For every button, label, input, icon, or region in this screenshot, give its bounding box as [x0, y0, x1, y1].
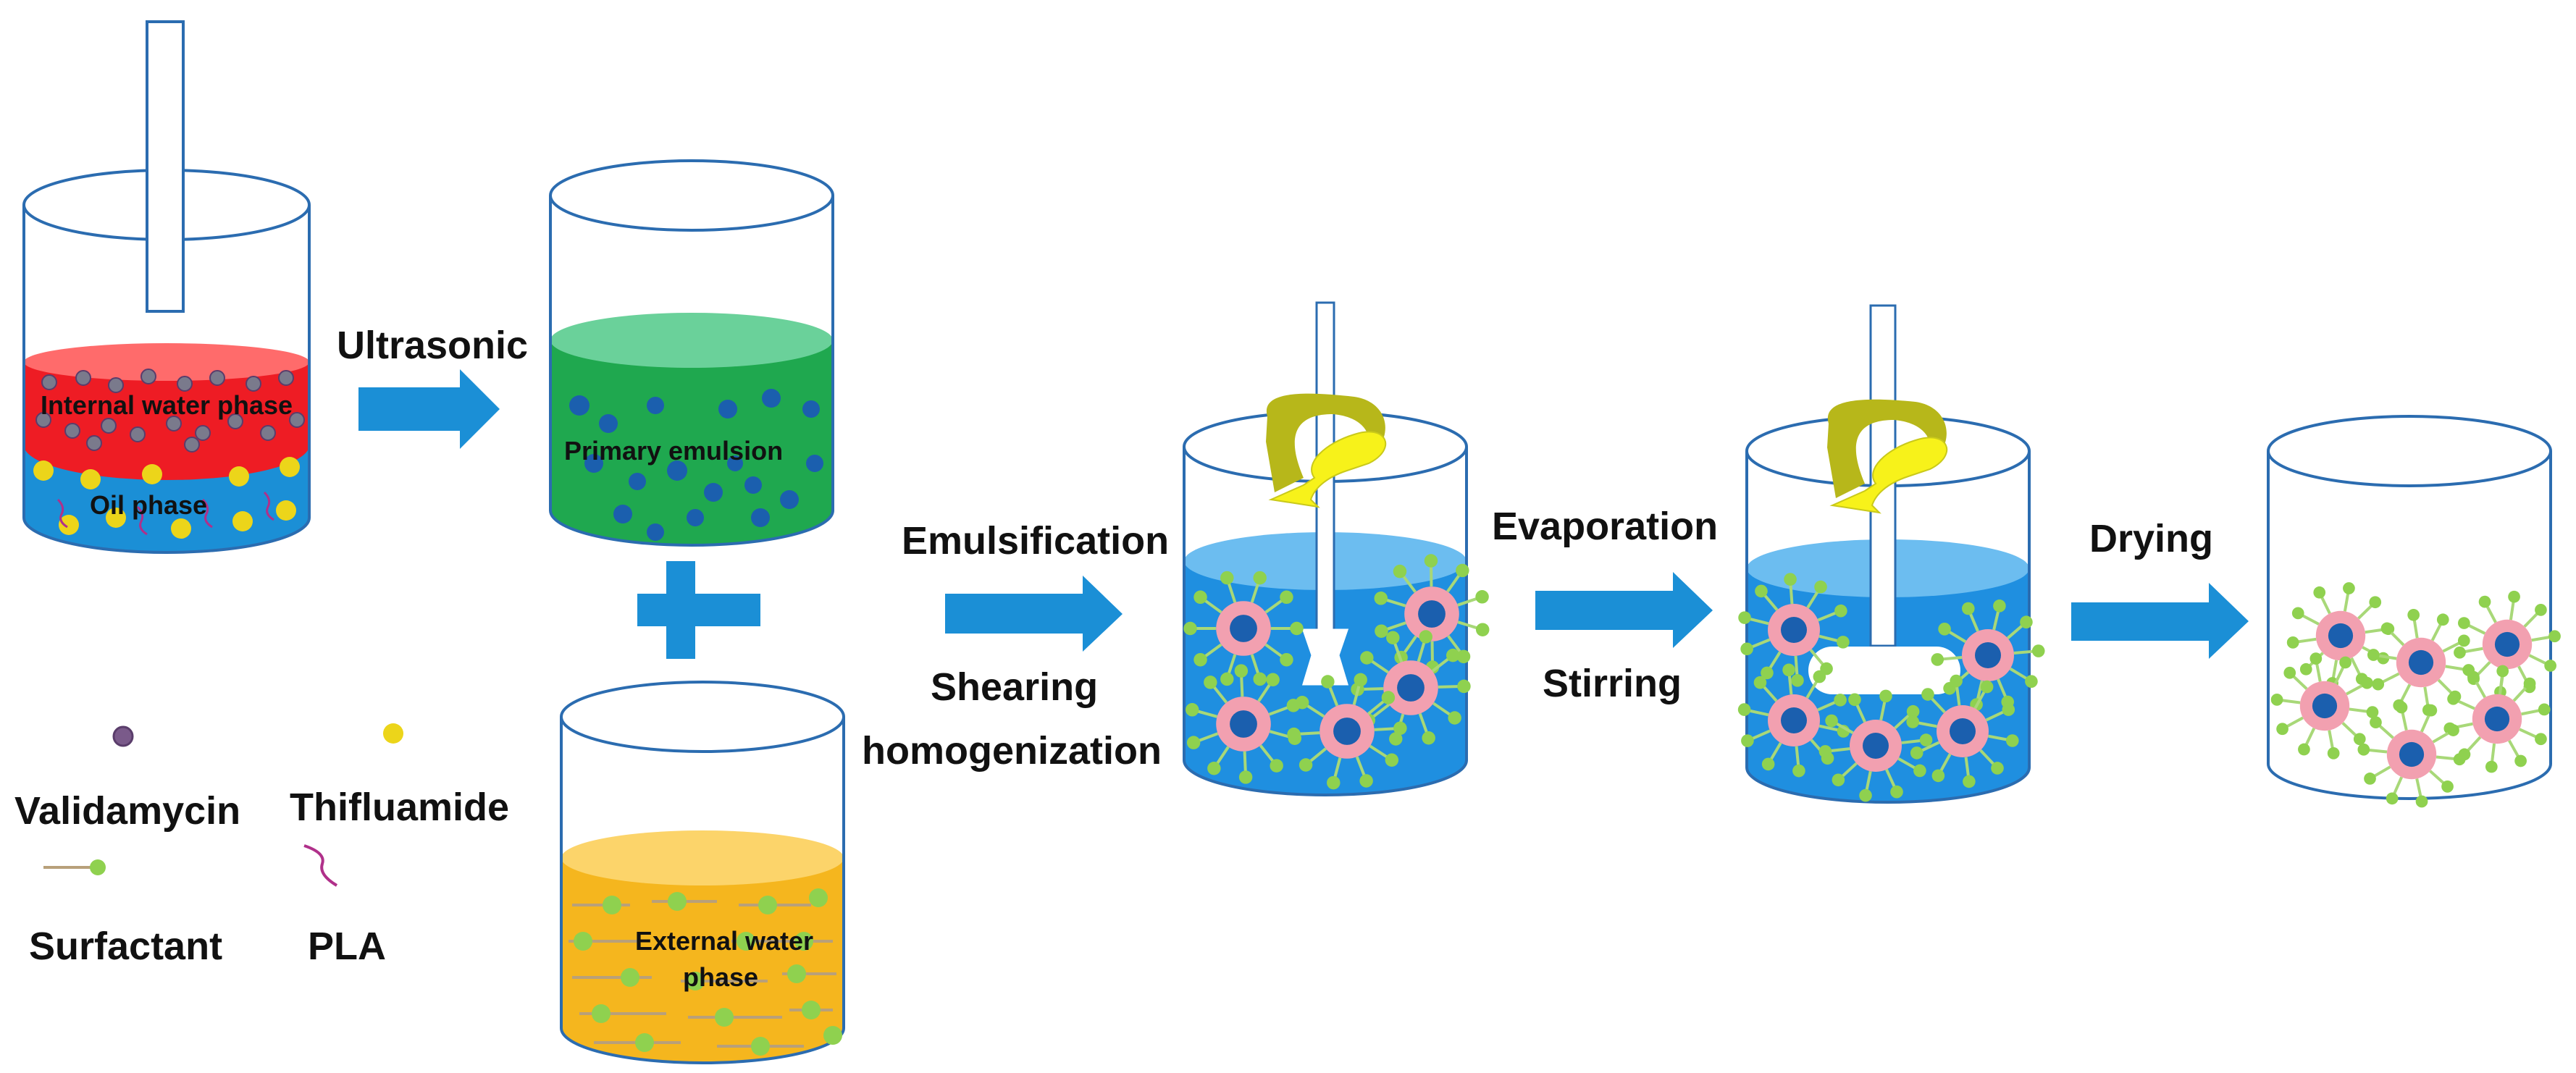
external-water-label-1: External water — [635, 926, 813, 956]
microsphere — [2454, 590, 2561, 699]
pla-strands — [56, 491, 274, 536]
microsphere — [1183, 571, 1304, 686]
validamycin-icon — [112, 725, 134, 747]
emulsification-arrow — [945, 576, 1123, 652]
ultrasonic-label: Ultrasonic — [337, 324, 528, 367]
drying-arrow — [2071, 583, 2249, 659]
legend-validamycin: Validamycin — [14, 789, 240, 833]
microspheres — [1183, 554, 2561, 808]
microsphere — [2443, 665, 2551, 773]
microsphere — [1738, 573, 1850, 687]
primary-emulsion-droplets — [569, 389, 823, 541]
beaker-external-water: External water phase — [560, 681, 845, 1064]
microsphere — [1818, 689, 1933, 802]
microsphere — [1931, 599, 2045, 711]
ultrasonic-arrow — [358, 369, 500, 449]
primary-emulsion-label: Primary emulsion — [564, 436, 783, 466]
legend-surfactant: Surfactant — [29, 925, 222, 968]
plus-icon — [637, 561, 760, 659]
surfactant-icon — [43, 859, 106, 875]
thifluamide-particles — [33, 457, 300, 539]
emulsification-label: Emulsification — [902, 519, 1169, 563]
beaker-dried — [2267, 415, 2552, 800]
oil-phase-label: Oil phase — [90, 490, 207, 520]
evaporation-arrow — [1535, 572, 1713, 648]
microsphere — [2270, 652, 2379, 759]
microsphere — [2357, 701, 2466, 808]
rotation-arrow-icon — [1268, 431, 1387, 508]
legend-thifluamide: Thifluamide — [290, 786, 509, 829]
stirring-label: Stirring — [1543, 662, 1682, 705]
beaker-primary-emulsion: Primary emulsion — [549, 159, 834, 547]
thifluamide-icon — [383, 723, 403, 744]
surfactant-heads — [574, 888, 842, 1056]
microsphere — [1185, 664, 1302, 784]
pla-icon — [303, 844, 338, 887]
beaker-ultrasonic: Internal water phase Oil phase — [22, 20, 311, 554]
homogenizer-head — [1301, 628, 1349, 686]
stirrer-paddle — [1808, 647, 1960, 694]
homogenization-label: homogenization — [862, 729, 1162, 773]
ultrasonic-probe — [146, 20, 185, 313]
microsphere — [1906, 674, 2019, 788]
internal-water-phase-label: Internal water phase — [41, 390, 293, 420]
microsphere — [1374, 554, 1490, 674]
evaporation-label: Evaporation — [1492, 505, 1718, 548]
rotation-arrow-icon-2 — [1829, 437, 1948, 514]
microsphere — [1287, 673, 1407, 790]
external-water-label-2: phase — [683, 962, 758, 992]
drying-label: Drying — [2089, 517, 2213, 560]
shearing-label: Shearing — [931, 665, 1098, 709]
validamycin-particles — [35, 369, 305, 453]
legend-pla: PLA — [308, 925, 386, 968]
legend: Validamycin Thifluamide Surfactant PLA — [14, 723, 509, 968]
